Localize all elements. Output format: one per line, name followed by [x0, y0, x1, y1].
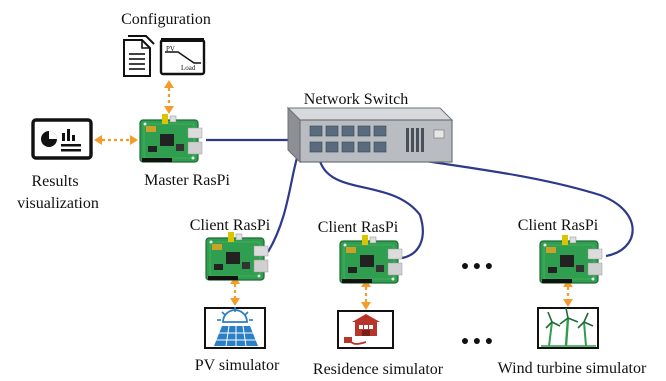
- solar-panel-icon: [204, 307, 266, 349]
- wind-simulator-label: Wind turbine simulator: [498, 360, 647, 377]
- load-chart-icon: PV Load: [159, 38, 206, 76]
- configuration-label: Configuration: [121, 11, 211, 28]
- client2-label: Client RasPi: [318, 219, 399, 236]
- chart-pv-label: PV: [166, 45, 175, 53]
- cable-client2: [316, 149, 424, 260]
- pv-simulator-label: PV simulator: [195, 357, 280, 374]
- ellipsis-bottom: ● ● ●: [461, 334, 493, 349]
- chart-load-label: Load: [181, 64, 196, 72]
- client2-raspberry-pi-board-icon: [339, 234, 403, 284]
- results-label-line2: visualization: [17, 195, 99, 212]
- client1-raspberry-pi-board-icon: [205, 231, 269, 281]
- network-switch-label: Network Switch: [304, 91, 408, 108]
- client1-label: Client RasPi: [190, 217, 271, 234]
- client3-raspberry-pi-board-icon: [539, 234, 603, 284]
- wind-turbine-icon: [537, 307, 599, 349]
- residence-simulator-label: Residence simulator: [313, 361, 444, 378]
- master-raspberry-pi-board-icon: [139, 113, 203, 163]
- ellipsis-top: ● ● ●: [461, 259, 493, 274]
- document-icon: [123, 35, 155, 77]
- dashboard-icon: [31, 118, 93, 160]
- network-switch-icon: [286, 106, 454, 164]
- master-label: Master RasPi: [144, 172, 230, 189]
- cable-client1: [267, 147, 302, 253]
- results-label-line1: Results: [31, 173, 78, 190]
- house-icon: [337, 310, 394, 349]
- client3-label: Client RasPi: [518, 217, 599, 234]
